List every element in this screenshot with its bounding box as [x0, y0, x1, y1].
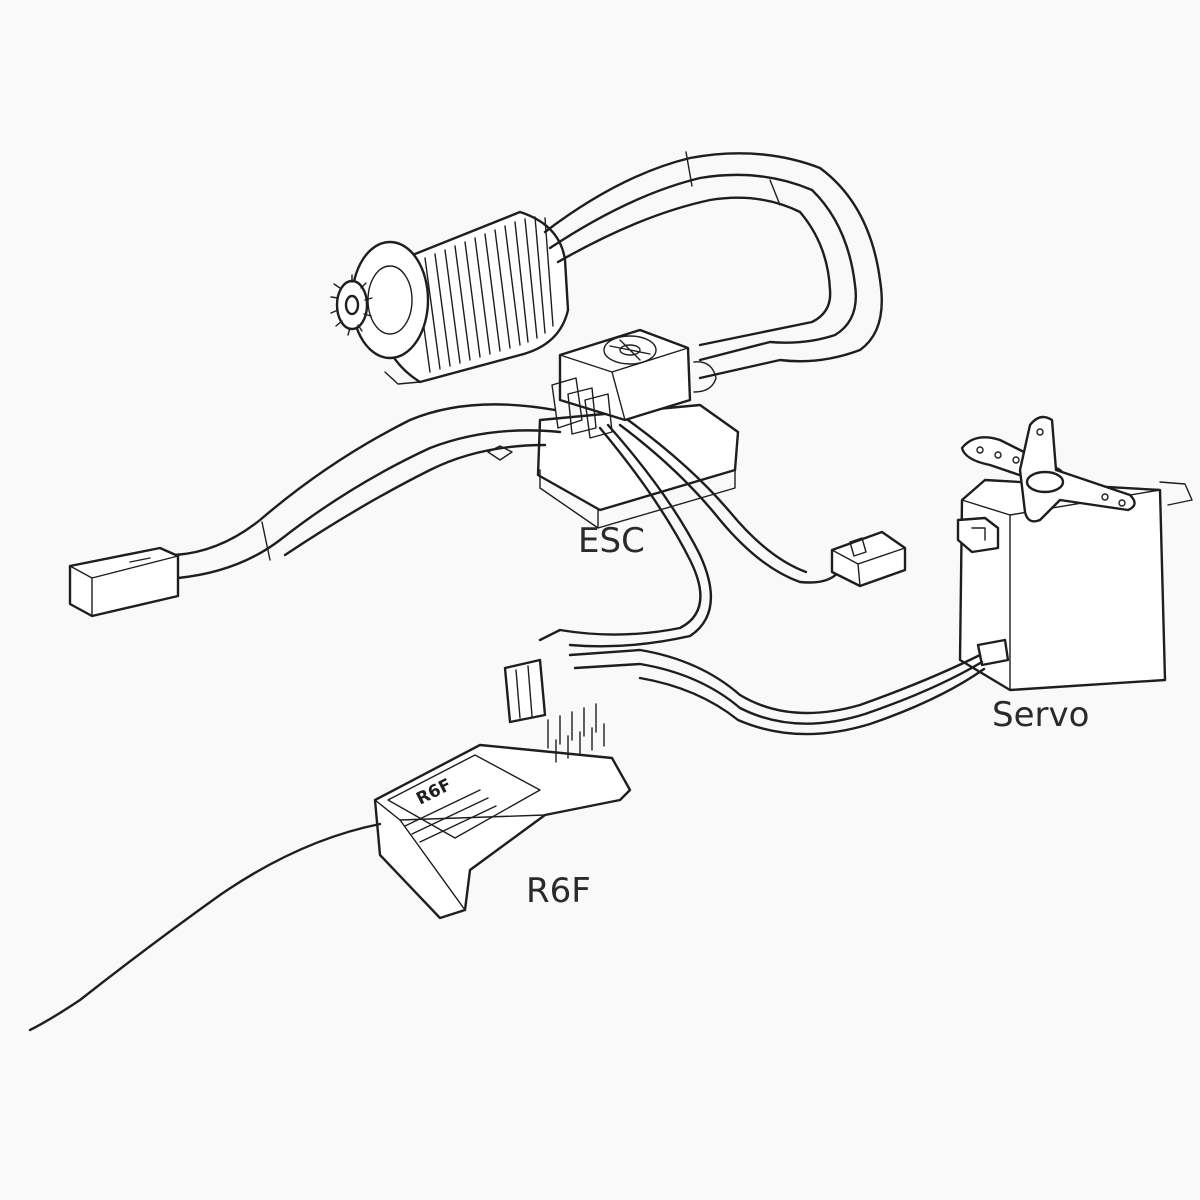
battery-connector [68, 546, 180, 618]
switch-connector [830, 530, 907, 588]
switch-wire [618, 418, 842, 584]
servo-wire [568, 648, 986, 736]
receiver-antenna [28, 822, 382, 1032]
motor-illustration [330, 210, 570, 385]
esc-label: ESC [578, 521, 645, 561]
receiver-label: R6F [526, 871, 591, 911]
receiver-illustration: R6F [373, 658, 632, 920]
esc-signal-wire [538, 423, 713, 648]
servo-illustration [956, 415, 1193, 692]
motor-wires [543, 151, 883, 380]
servo-label: Servo [992, 695, 1089, 735]
battery-wires [173, 403, 562, 580]
